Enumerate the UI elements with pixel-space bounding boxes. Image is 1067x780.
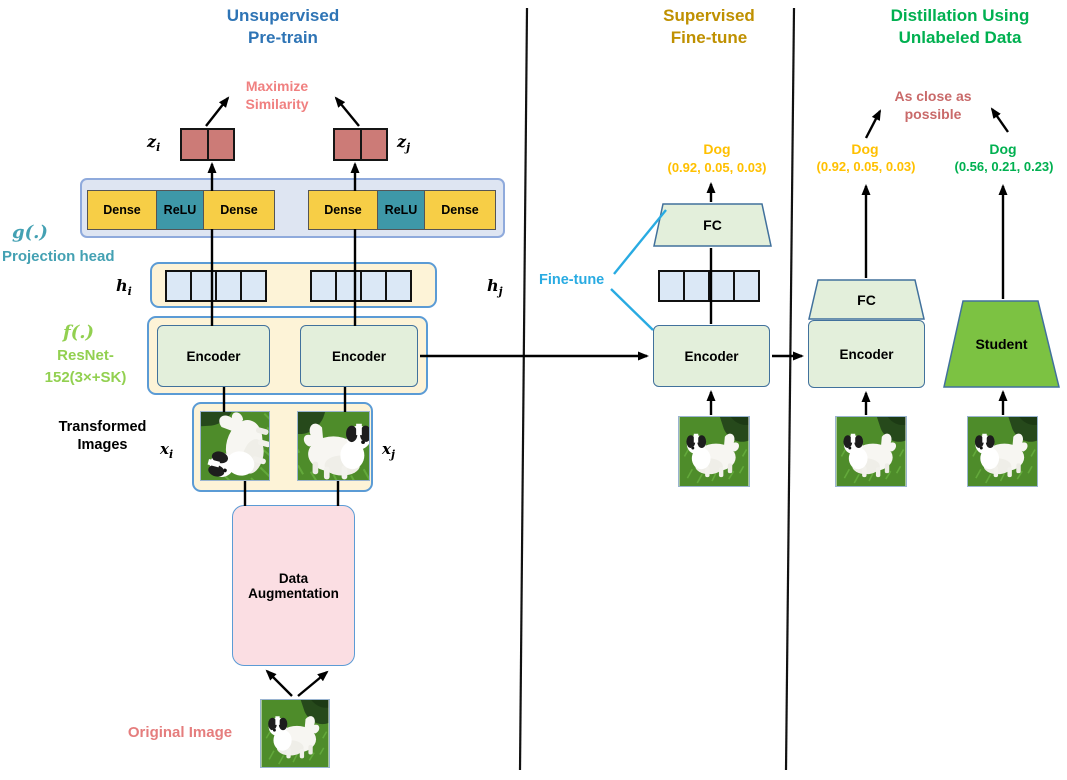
g-function-label: g(.) (12, 222, 48, 243)
distill-encoder-box: Encoder (808, 320, 925, 388)
student-trapezoid: Student (943, 300, 1060, 388)
z-j-label: zj (397, 132, 411, 155)
student-trapezoid-shape (943, 300, 1060, 388)
vector-cell (335, 270, 362, 302)
vector-cell (360, 270, 387, 302)
encoder-label: Encoder (331, 348, 386, 364)
resnet-line2: 152(3×+SK) (44, 369, 127, 386)
z-i-label: zi (147, 132, 161, 155)
fc-label: FC (857, 291, 876, 308)
z-j-representation-box (333, 128, 388, 161)
vector-cell (310, 270, 337, 302)
original-image-label: Original Image (127, 724, 233, 741)
relu-layer: ReLU (377, 190, 425, 230)
original-dog-image (260, 699, 330, 768)
transformed-line1: Transformed (58, 419, 147, 435)
projection-head-label: Projection head (2, 248, 115, 265)
resnet-line1: ResNet- (57, 347, 114, 364)
maximize-line1: Maximize (245, 78, 309, 94)
relu-layer: ReLU (156, 190, 204, 230)
h-i-vector (165, 270, 267, 302)
finetune-callout-label: Fine-tune (539, 272, 605, 288)
data-augmentation-label: Data Augmentation (248, 570, 339, 601)
h-j-vector (310, 270, 412, 302)
distillation-section-title: Distillation Using Unlabeled Data (855, 5, 1065, 49)
distillation-title-line2: Unlabeled Data (898, 28, 1022, 47)
section-divider-right (784, 7, 796, 771)
pretrain-section-title: Unsupervised Pre-train (183, 5, 383, 49)
finetune-dog-probs: (0.92, 0.05, 0.03) (667, 160, 767, 175)
distill-student-dog-image (967, 416, 1038, 487)
x-i-label: xi (160, 440, 174, 461)
finetune-fc-trapezoid: FC (653, 203, 772, 247)
finetune-title-line1: Supervised (663, 6, 755, 25)
pretrain-title-line1: Unsupervised (226, 6, 340, 25)
finetune-feature-vector (658, 270, 760, 302)
maximize-similarity-label: Maximize Similarity (217, 78, 337, 113)
distill-fc-trapezoid: FC (808, 279, 925, 320)
encoder-label: Encoder (839, 346, 894, 362)
vector-cell (165, 270, 192, 302)
resnet-label: ResNet- 152(3×+SK) (13, 345, 158, 389)
vector-cell (190, 270, 217, 302)
finetune-section-title: Supervised Fine-tune (609, 5, 809, 49)
vector-cell (215, 270, 242, 302)
z-i-representation-box (180, 128, 235, 161)
dense-layer: Dense (87, 190, 157, 230)
student-label: Student (975, 336, 1028, 352)
encoder-label: Encoder (684, 348, 739, 364)
distill-teacher-dog-image (835, 416, 907, 487)
arrow-zj-to-similarity (334, 96, 360, 127)
callout-line-to-encoder (610, 288, 654, 331)
transformed-line2: Images (77, 437, 128, 454)
finetune-input-dog-image (678, 416, 750, 487)
vector-cell (240, 270, 267, 302)
dense-layer: Dense (308, 190, 378, 230)
distillation-title-line1: Distillation Using (890, 6, 1030, 25)
student-dog-label: Dog (989, 141, 1017, 157)
section-divider-left (518, 7, 529, 771)
data-augmentation-box: Data Augmentation (232, 505, 355, 666)
encoder-box-right: Encoder (300, 325, 418, 387)
augmented-image-xj (297, 411, 370, 481)
x-j-label: xj (382, 440, 395, 461)
projection-mlp-left: Dense ReLU Dense (87, 190, 275, 230)
pretrain-title-line2: Pre-train (248, 28, 318, 47)
augmented-image-xi (200, 411, 270, 481)
h-i-label: hi (116, 276, 132, 299)
fc-trapezoid-shape (808, 279, 925, 320)
as-close-as-possible-label: As close as possible (894, 88, 972, 122)
dense-layer: Dense (424, 190, 496, 230)
h-j-label: hj (487, 276, 503, 299)
encoder-label: Encoder (186, 348, 241, 364)
vector-cell (658, 270, 685, 302)
fc-label: FC (703, 217, 722, 233)
finetune-dog-label: Dog (703, 141, 731, 157)
vector-cell (683, 270, 710, 302)
vector-cell (385, 270, 412, 302)
arrow-student-to-close (990, 107, 1009, 133)
dense-layer: Dense (203, 190, 275, 230)
maximize-line2: Similarity (245, 95, 309, 112)
encoder-box-left: Encoder (157, 325, 270, 387)
transformed-images-label: Transformed Images (40, 418, 165, 454)
projection-mlp-right: Dense ReLU Dense (308, 190, 496, 230)
finetune-title-line2: Fine-tune (670, 28, 748, 47)
arrow-original-to-aug-left (265, 669, 293, 697)
vector-cell (733, 270, 760, 302)
teacher-dog-label: Dog (851, 141, 879, 157)
finetune-encoder-box: Encoder (653, 325, 770, 387)
vector-cell (708, 270, 735, 302)
f-function-label: f(.) (63, 322, 95, 343)
arrow-original-to-aug-right (297, 670, 329, 697)
teacher-dog-probs: (0.92, 0.05, 0.03) (816, 159, 916, 174)
student-dog-probs: (0.56, 0.21, 0.23) (954, 159, 1054, 174)
